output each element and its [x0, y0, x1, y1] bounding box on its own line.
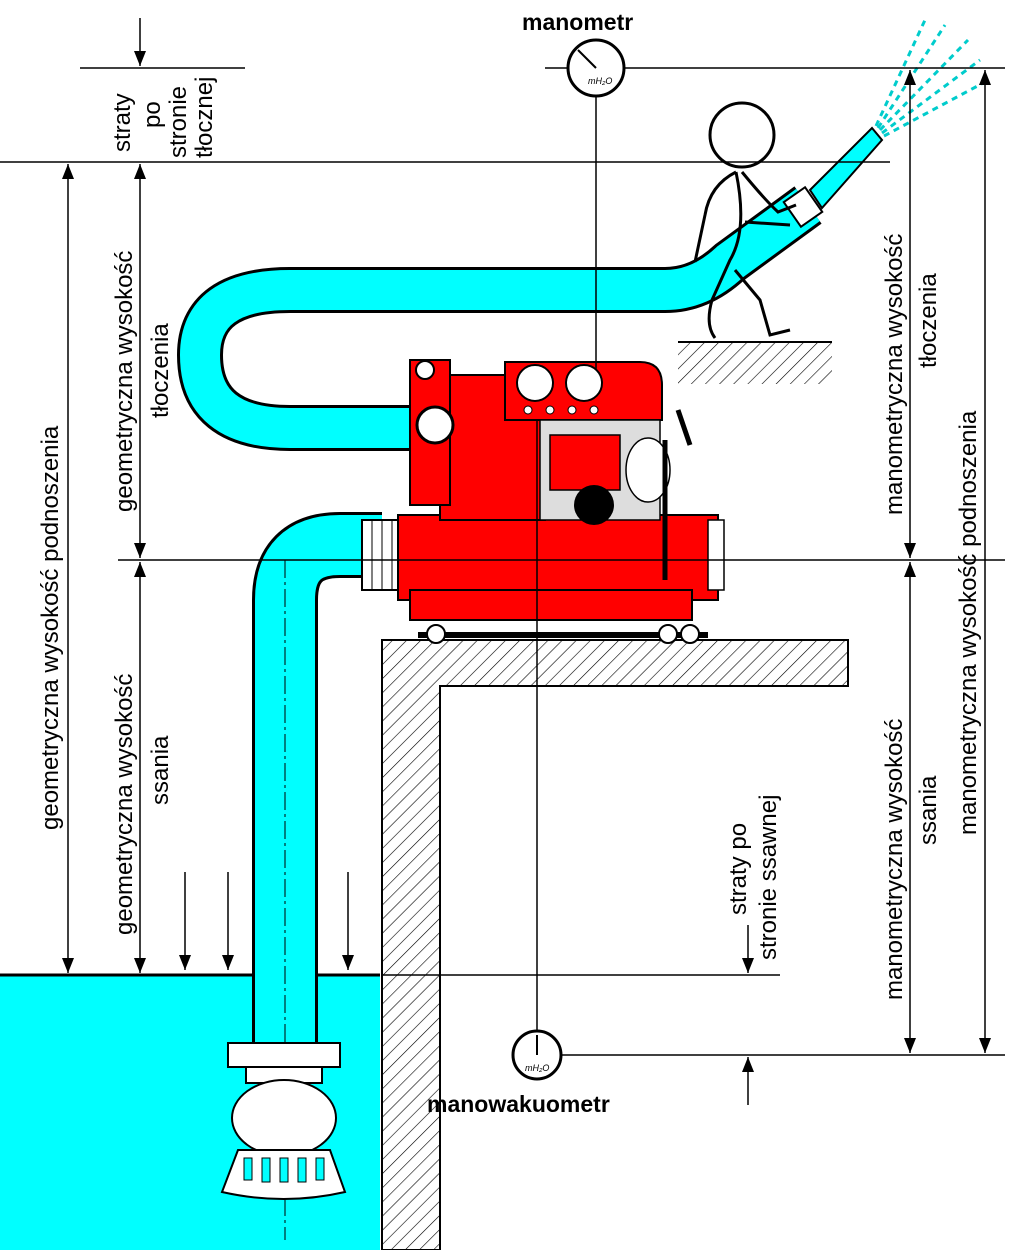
svg-text:mH₂O: mH₂O [525, 1063, 549, 1073]
manometer-gauge: mH₂O [566, 38, 626, 98]
svg-text:geometryczna wysokość: geometryczna wysokość [111, 674, 138, 935]
svg-text:stronie: stronie [165, 86, 192, 158]
label-mano-ssania: manometryczna wysokość ssania [881, 719, 942, 1000]
svg-text:po: po [139, 101, 166, 128]
svg-text:tłocznej: tłocznej [191, 77, 218, 158]
label-geom-ssania: geometryczna wysokość ssania [111, 674, 174, 935]
svg-text:ssania: ssania [915, 775, 942, 845]
manovacuometer-gauge: mH₂O [511, 1029, 563, 1081]
label-mano-tloczenia: manometryczna wysokość tłoczenia [881, 234, 942, 515]
label-manowakuometr: manowakuometr [427, 1091, 610, 1117]
label-manometr: manometr [522, 9, 633, 35]
svg-text:straty po: straty po [725, 823, 752, 915]
svg-text:ssania: ssania [147, 735, 174, 805]
operator-figure [693, 101, 797, 339]
label-mano-podnoszenia: manometryczna wysokość podnoszenia [955, 410, 982, 835]
person-platform [678, 342, 832, 384]
label-geom-podnoszenia: geometryczna wysokość podnoszenia [37, 425, 64, 830]
svg-text:geometryczna wysokość: geometryczna wysokość [111, 251, 138, 512]
ground-wall [381, 639, 849, 1250]
dimension-arrows [62, 18, 991, 1105]
nozzle [782, 126, 884, 229]
svg-text:manometryczna wysokość: manometryczna wysokość [881, 234, 908, 515]
svg-text:tłoczenia: tłoczenia [147, 323, 174, 418]
water-spray [874, 19, 986, 138]
svg-text:stronie ssawnej: stronie ssawnej [755, 795, 782, 960]
suction-strainer [220, 1042, 347, 1200]
label-straty-tloczne: straty po stronie tłocznej [109, 77, 218, 158]
delivery-hose [176, 186, 822, 451]
svg-text:mH₂O: mH₂O [588, 76, 612, 86]
svg-text:tłoczenia: tłoczenia [915, 273, 942, 368]
svg-text:straty: straty [109, 93, 136, 152]
label-straty-ssawne: straty po stronie ssawnej [725, 795, 782, 960]
svg-text:manometryczna wysokość: manometryczna wysokość [881, 719, 908, 1000]
label-geom-tloczenia: geometryczna wysokość tłoczenia [111, 251, 174, 512]
fire-pump [397, 359, 725, 644]
